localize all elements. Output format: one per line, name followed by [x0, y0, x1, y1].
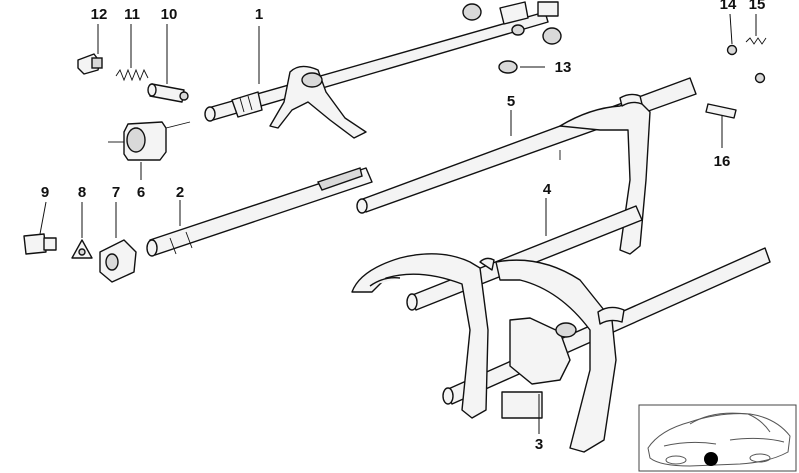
vehicle-locator-inset — [638, 404, 797, 472]
shift-rod-1 — [204, 1, 562, 139]
label-11: 11 — [124, 6, 140, 23]
plug-13 — [498, 60, 545, 74]
shift-fork-3 — [351, 253, 625, 453]
shift-rod-5 — [356, 77, 697, 255]
part-number-labels: 12 11 10 1 13 14 15 5 6 2 9 8 7 4 16 3 — [41, 0, 766, 453]
label-4: 4 — [543, 181, 552, 198]
leader-lines — [39, 13, 757, 434]
label-9: 9 — [41, 184, 49, 201]
location-marker-icon — [704, 452, 718, 466]
label-12: 12 — [91, 6, 108, 23]
label-15: 15 — [749, 0, 766, 13]
label-8: 8 — [78, 184, 86, 201]
pin-16 — [705, 103, 737, 119]
detent-sleeve-10 — [147, 83, 189, 103]
label-7: 7 — [112, 184, 120, 201]
label-14: 14 — [720, 0, 737, 13]
spring-11 — [115, 68, 149, 82]
bolt-9 — [23, 233, 57, 255]
label-1: 1 — [255, 6, 263, 23]
sleeve-6 — [108, 121, 191, 161]
label-10: 10 — [161, 6, 178, 23]
label-2: 2 — [176, 184, 184, 201]
clip-8 — [71, 239, 93, 259]
label-3: 3 — [535, 436, 543, 453]
label-6: 6 — [137, 184, 145, 201]
shift-rod-2 — [146, 167, 373, 257]
label-5: 5 — [507, 93, 515, 110]
ball-14 — [726, 44, 766, 84]
spring-15 — [745, 37, 767, 45]
label-16: 16 — [714, 153, 731, 170]
collar-7 — [99, 239, 137, 283]
detent-plug-12 — [77, 53, 103, 75]
label-13: 13 — [555, 59, 572, 76]
